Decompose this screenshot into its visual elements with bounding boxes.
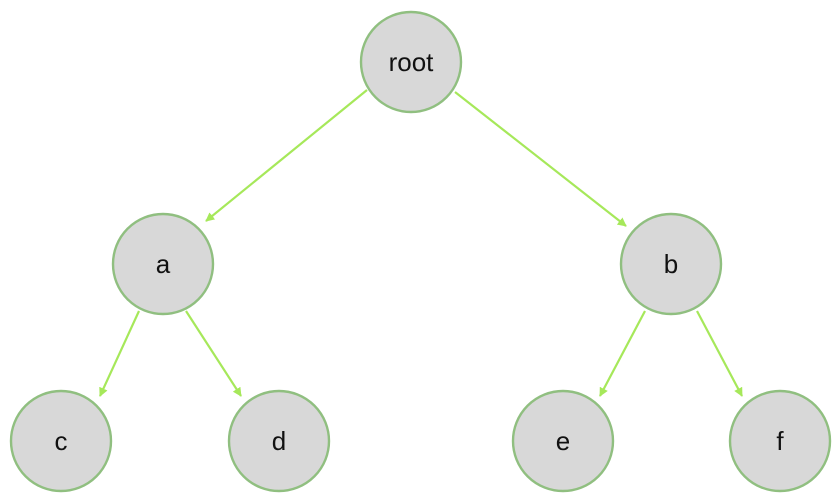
node-c: c bbox=[9, 389, 113, 493]
edge-root-b bbox=[454, 91, 627, 227]
node-e-label: e bbox=[556, 426, 570, 456]
edge-b-e bbox=[599, 310, 646, 397]
node-a-circle bbox=[111, 212, 215, 316]
edge-root-a bbox=[205, 89, 368, 222]
edge-b-f bbox=[696, 310, 743, 397]
node-a-label: a bbox=[156, 249, 171, 279]
node-b-label: b bbox=[664, 249, 678, 279]
node-d: d bbox=[227, 389, 331, 493]
node-c-label: c bbox=[55, 426, 68, 456]
edge-a-d bbox=[185, 310, 242, 397]
node-f-circle bbox=[728, 389, 832, 493]
node-f-label: f bbox=[776, 426, 784, 456]
edge-a-c bbox=[99, 310, 140, 397]
node-d-circle bbox=[227, 389, 331, 493]
node-d-label: d bbox=[272, 426, 286, 456]
node-root-circle bbox=[359, 10, 463, 114]
node-e-circle bbox=[511, 389, 615, 493]
node-e: e bbox=[511, 389, 615, 493]
node-a: a bbox=[111, 212, 215, 316]
node-root: root bbox=[359, 10, 463, 114]
node-f: f bbox=[728, 389, 832, 493]
node-b: b bbox=[619, 212, 723, 316]
node-c-circle bbox=[9, 389, 113, 493]
nodes-layer: root a b c d e f bbox=[9, 10, 832, 493]
node-root-label: root bbox=[389, 47, 435, 77]
edges-layer bbox=[99, 89, 743, 397]
node-b-circle bbox=[619, 212, 723, 316]
